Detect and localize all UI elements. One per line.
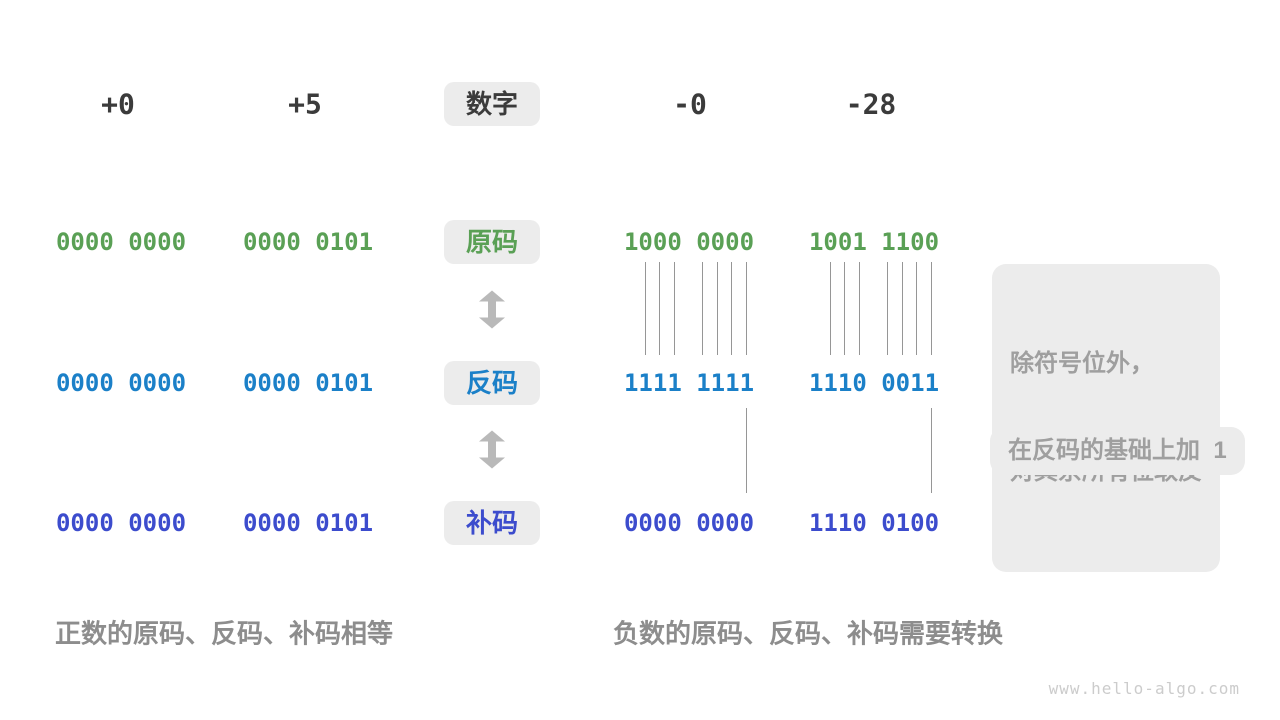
twos-complement-badge: 补码 — [443, 501, 541, 545]
watermark: www.hello-algo.com — [1048, 679, 1240, 698]
bit-connector-line — [746, 408, 747, 493]
bit-connector-line — [859, 262, 860, 355]
bit-connector-line — [659, 262, 660, 355]
bit-connector-line — [887, 262, 888, 355]
invert-bits-note: 除符号位外， 对其余所有位取反 — [992, 264, 1220, 572]
ones-complement-pos5: 0000 0101 — [242, 369, 374, 397]
bit-connector-line — [674, 262, 675, 355]
bit-connector-line — [645, 262, 646, 355]
sign-magnitude-neg0: 1000 0000 — [623, 228, 755, 256]
bit-connector-line — [731, 262, 732, 355]
negative-caption: 负数的原码、反码、补码需要转换 — [613, 618, 1004, 649]
bit-connector-line — [902, 262, 903, 355]
ones-complement-neg0: 1111 1111 — [623, 369, 755, 397]
twos-complement-pos5: 0000 0101 — [242, 509, 374, 537]
twos-complement-pos0: 0000 0000 — [55, 509, 187, 537]
bit-connector-line — [931, 262, 932, 355]
bit-connector-line — [746, 262, 747, 355]
bit-connector-line — [844, 262, 845, 355]
bit-connector-line — [830, 262, 831, 355]
updown-arrow-icon — [479, 290, 505, 334]
invert-bits-note-line1: 除符号位外， — [1010, 350, 1154, 377]
twos-complement-neg0: 0000 0000 — [623, 509, 755, 537]
sign-magnitude-pos0: 0000 0000 — [55, 228, 187, 256]
number-value-pos5: +5 — [288, 87, 322, 121]
number-badge: 数字 — [443, 82, 541, 126]
bit-connector-line — [702, 262, 703, 355]
positive-caption: 正数的原码、反码、补码相等 — [55, 618, 394, 649]
bit-connector-line — [931, 408, 932, 493]
number-value-pos0: +0 — [101, 87, 135, 121]
sign-magnitude-neg28: 1001 1100 — [808, 228, 940, 256]
sign-magnitude-badge: 原码 — [443, 220, 541, 264]
number-value-neg0: -0 — [673, 87, 707, 121]
bit-connector-line — [717, 262, 718, 355]
add-one-note: 在反码的基础上加 1 — [990, 427, 1245, 475]
ones-complement-badge: 反码 — [443, 361, 541, 405]
ones-complement-pos0: 0000 0000 — [55, 369, 187, 397]
twos-complement-neg28: 1110 0100 — [808, 509, 940, 537]
sign-magnitude-pos5: 0000 0101 — [242, 228, 374, 256]
number-value-neg28: -28 — [845, 87, 897, 121]
updown-arrow-icon — [479, 430, 505, 474]
bit-connector-line — [916, 262, 917, 355]
ones-complement-neg28: 1110 0011 — [808, 369, 940, 397]
